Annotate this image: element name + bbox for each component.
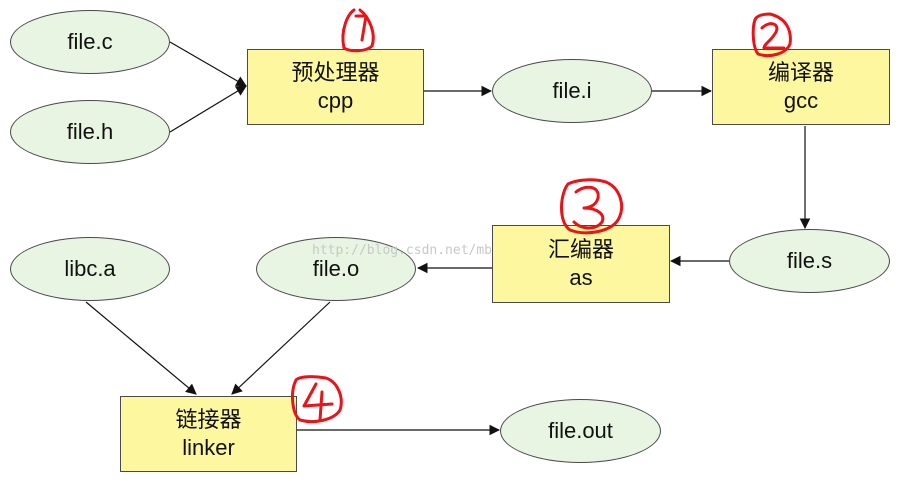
node-title: 预处理器 [291, 60, 380, 85]
node-label: libc.a [64, 256, 116, 281]
node-file-o: file.o [256, 237, 416, 301]
node-label: file.out [548, 418, 613, 443]
node-subtitle: gcc [783, 88, 819, 113]
watermark: http://blog.csdn.net/mb [312, 243, 493, 258]
node-subtitle: as [569, 265, 593, 290]
node-file-out: file.out [500, 399, 661, 463]
node-label: file.c [67, 29, 113, 54]
node-file-h: file.h [10, 100, 170, 164]
arrow-file-o-to-linker [231, 301, 331, 395]
node-assembler: 汇编器 as [492, 225, 670, 303]
node-label: file.o [312, 256, 360, 281]
node-file-s: file.s [729, 229, 890, 293]
node-title: 编译器 [767, 60, 834, 85]
node-compiler: 编译器 gcc [712, 49, 890, 125]
node-libc-a: libc.a [10, 237, 170, 301]
annotation-4 [291, 375, 343, 424]
node-label: file.i [552, 78, 592, 103]
node-file-c: file.c [10, 10, 170, 74]
arrow-file-h-to-preprocessor [169, 85, 247, 133]
arrow-libc-a-to-linker [85, 301, 197, 395]
node-title: 汇编器 [547, 237, 614, 262]
node-linker: 链接器 linker [120, 396, 297, 472]
node-label: file.s [786, 248, 833, 273]
node-file-i: file.i [492, 59, 652, 123]
node-title: 链接器 [175, 407, 242, 432]
node-subtitle: linker [182, 435, 235, 460]
annotation-2 [751, 12, 792, 58]
arrow-file-c-to-preprocessor [169, 41, 247, 87]
annotation-1 [341, 8, 375, 53]
node-preprocessor: 预处理器 cpp [247, 49, 424, 125]
node-subtitle: cpp [317, 88, 354, 113]
annotation-3 [560, 178, 623, 235]
node-label: file.h [66, 119, 114, 144]
